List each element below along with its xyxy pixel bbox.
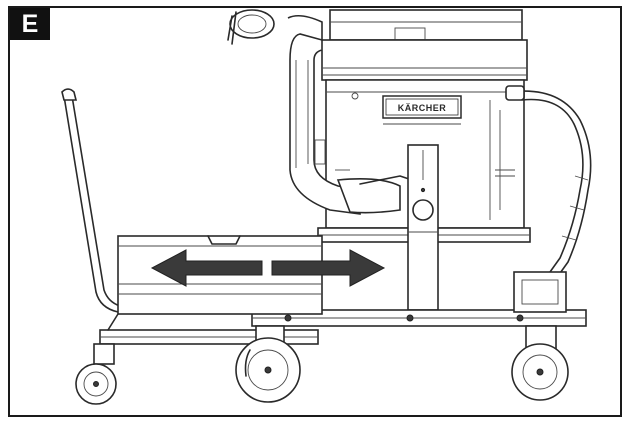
panel-label: E bbox=[10, 8, 50, 40]
collection-trolley bbox=[61, 88, 323, 345]
cart-frame bbox=[251, 271, 587, 327]
caster-wheel-left bbox=[75, 343, 117, 405]
lift-column bbox=[407, 144, 439, 311]
caster-wheel-right bbox=[511, 325, 569, 401]
brand-plate: KÄRCHER bbox=[382, 95, 462, 125]
hose bbox=[505, 85, 592, 291]
direction-double-arrow bbox=[150, 249, 386, 287]
intake-pipe bbox=[227, 9, 413, 215]
caster-wheel-middle bbox=[235, 325, 301, 403]
brand-plate-text: KÄRCHER bbox=[398, 103, 447, 113]
